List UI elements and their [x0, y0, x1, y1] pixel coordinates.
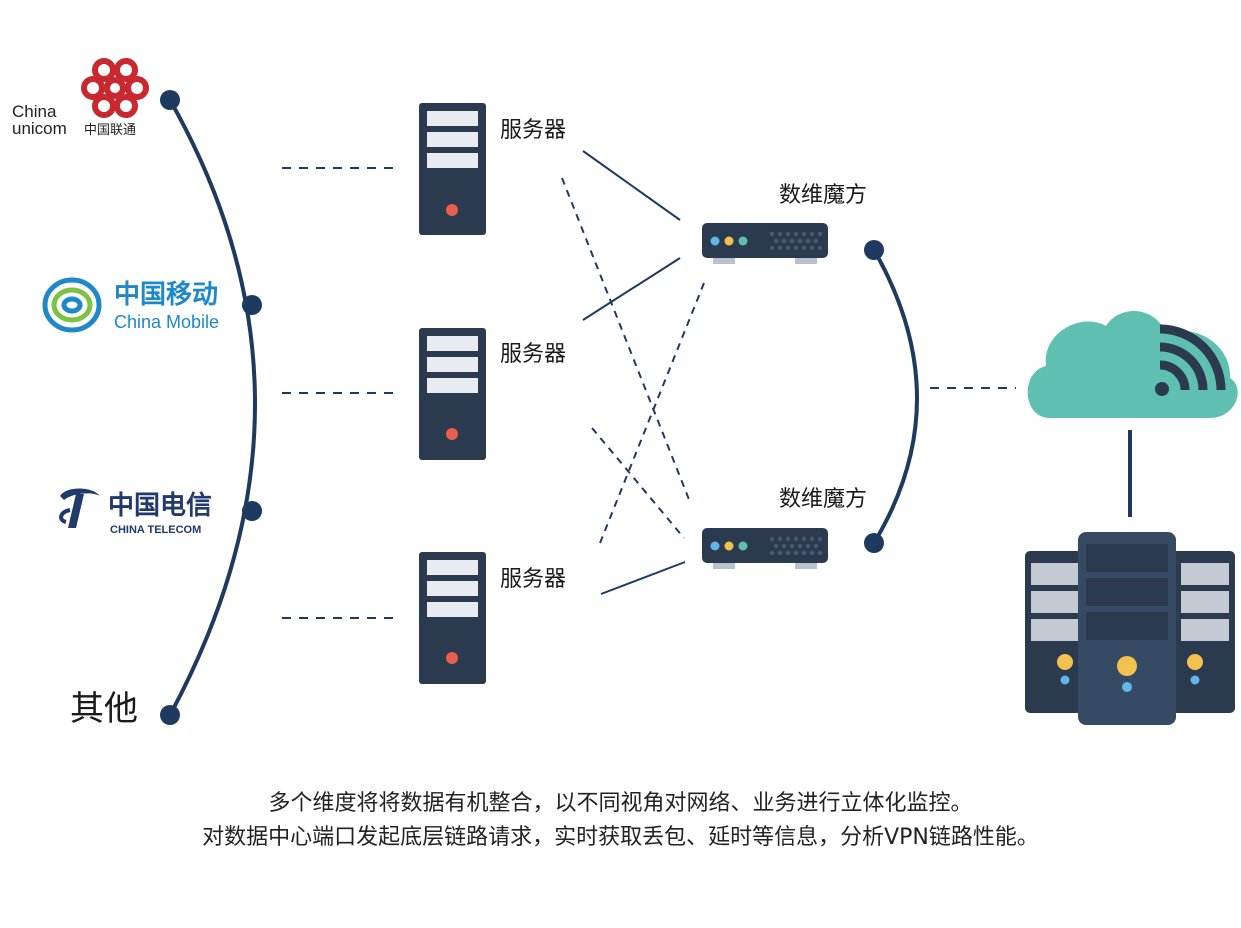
device-2-label: 数维魔方	[779, 487, 867, 512]
server-2	[419, 328, 486, 460]
server-1	[419, 103, 486, 235]
device-1-label: 数维魔方	[779, 183, 867, 208]
server-3	[419, 552, 486, 684]
arc-node-mobile	[242, 295, 262, 315]
unicom-en-line2: unicom	[12, 119, 67, 138]
carrier-arc	[168, 99, 257, 716]
cloud-icon	[1027, 311, 1238, 418]
carrier-server-links	[282, 167, 398, 619]
telecom-en: CHINA TELECOM	[110, 524, 201, 536]
telecom-cn: 中国电信	[108, 491, 212, 521]
caption: 多个维度将将数据有机整合，以不同视角对网络、业务进行立体化监控。 对数据中心端口…	[0, 787, 1241, 855]
server-device-links-dashed	[561, 177, 705, 549]
server-rack-cluster-icon	[1025, 532, 1235, 725]
server-3-label: 服务器	[500, 567, 566, 592]
carrier-other-label: 其他	[70, 689, 138, 729]
wifi-signal-icon	[1159, 324, 1226, 391]
device-arc-node-bottom	[864, 533, 884, 553]
unicom-en-line1: China	[12, 102, 57, 121]
device-1	[702, 223, 828, 264]
mobile-en: China Mobile	[114, 312, 219, 332]
caption-line-2: 对数据中心端口发起底层链路请求，实时获取丢包、延时等信息，分析VPN链路性能。	[202, 825, 1039, 850]
china-mobile-logo: 中国移动 China Mobile	[42, 277, 219, 333]
mobile-cn: 中国移动	[114, 280, 218, 310]
server-1-label: 服务器	[500, 118, 566, 143]
caption-line-1: 多个维度将将数据有机整合，以不同视角对网络、业务进行立体化监控。	[268, 791, 973, 816]
device-2	[702, 528, 828, 569]
unicom-knot-icon	[81, 58, 149, 118]
mobile-swirl-icon	[42, 277, 102, 333]
arc-node-unicom	[160, 90, 180, 110]
china-unicom-logo: China unicom 中国联通	[12, 58, 149, 138]
device-arc	[872, 249, 919, 545]
arc-node-other	[160, 705, 180, 725]
unicom-cn: 中国联通	[84, 123, 136, 138]
network-diagram: China unicom 中国联通 中国移动 China Mobile 中国电信…	[12, 58, 1238, 729]
server-device-links-solid	[582, 150, 686, 595]
china-telecom-logo: 中国电信 CHINA TELECOM	[59, 488, 212, 536]
telecom-e-icon	[59, 488, 100, 528]
server-2-label: 服务器	[500, 342, 566, 367]
arc-node-telecom	[242, 501, 262, 521]
device-arc-node-top	[864, 240, 884, 260]
